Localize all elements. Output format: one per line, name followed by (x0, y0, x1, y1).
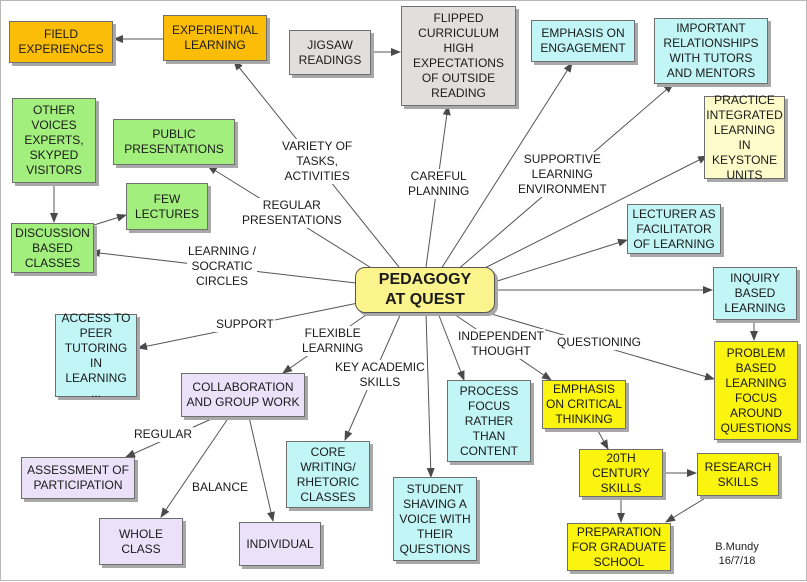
link-practice (470, 155, 708, 276)
link-research-graduate (665, 496, 708, 523)
label-supportive: SUPPORTIVE LEARNING ENVIRONMENT (517, 152, 608, 197)
label-questioning: QUESTIONING (556, 335, 643, 350)
node-inquiry-learning: INQUIRY BASED LEARNING (713, 267, 797, 320)
link-collab-individual (248, 416, 275, 522)
node-whole-class: WHOLE CLASS (99, 518, 183, 565)
label-balance: BALANCE (191, 480, 250, 495)
central-node-pedagogy: PEDAGOGY AT QUEST (355, 267, 495, 313)
node-core-writing: CORE WRITING/ RHETORIC CLASSES (286, 441, 370, 508)
node-discussion-classes: DISCUSSION BASED CLASSES (11, 223, 94, 273)
label-learning-socratic: LEARNING / SOCRATIC CIRCLES (187, 244, 258, 289)
link-discussion-lectures (93, 213, 127, 226)
node-assessment: ASSESSMENT OF PARTICIPATION (21, 457, 135, 499)
link-lecturer (490, 238, 628, 284)
node-few-lectures: FEW LECTURES (126, 183, 208, 230)
node-process-focus: PROCESS FOCUS RATHER THAN CONTENT (447, 380, 531, 462)
label-variety: VARIETY OF TASKS, ACTIVITIES (281, 139, 354, 184)
node-critical-thinking: EMPHASIS ON CRITICAL THINKING (542, 380, 626, 429)
node-peer-tutoring: ACCESS TO PEER TUTORING IN LEARNING ... (55, 311, 137, 400)
node-other-voices: OTHER VOICES EXPERTS, SKYPED VISITORS (12, 98, 96, 183)
node-field-experiences: FIELD EXPERIENCES (9, 21, 113, 63)
label-independent: INDEPENDENT THOUGHT (457, 329, 546, 359)
node-experiential-learning: EXPERIENTIAL LEARNING (163, 15, 267, 61)
node-graduate-school: PREPARATION FOR GRADUATE SCHOOL (567, 523, 671, 571)
node-public-presentations: PUBLIC PRESENTATIONS (113, 119, 235, 165)
label-key-academic: KEY ACADEMIC SKILLS (334, 360, 426, 390)
node-lecturer-facilitator: LECTURER AS FACILITATOR OF LEARNING (627, 204, 721, 254)
node-flipped-curriculum: FLIPPED CURRICULUM HIGH EXPECTATIONS OF … (401, 6, 516, 106)
node-student-voice: STUDENT SHAVING A VOICE WITH THEIR QUEST… (393, 477, 477, 561)
label-careful-planning: CAREFUL PLANNING (407, 169, 471, 199)
node-important-relationships: IMPORTANT RELATIONSHIPS WITH TUTORS AND … (654, 18, 768, 84)
label-support: SUPPORT (215, 317, 275, 332)
link-critical-century (596, 428, 609, 450)
label-regular: REGULAR (133, 427, 194, 442)
node-jigsaw-readings: JIGSAW READINGS (289, 30, 371, 75)
node-research-skills: RESEARCH SKILLS (697, 453, 779, 496)
link-student (425, 312, 435, 478)
label-flexible: FLEXIBLE LEARNING (301, 326, 365, 356)
node-century-skills: 20TH CENTURY SKILLS (579, 449, 663, 497)
link-collab-whole (160, 416, 230, 518)
author-signature: B.Mundy 16/7/18 (715, 541, 759, 567)
link-process (437, 312, 465, 381)
node-practice-integrated: PRACTICE INTEGRATED LEARNING IN KEYSTONE… (704, 93, 785, 182)
node-emphasis-engagement: EMPHASIS ON ENGAGEMENT (531, 20, 635, 62)
node-individual: INDIVIDUAL (239, 522, 321, 566)
node-collaboration: COLLABORATION AND GROUP WORK (181, 373, 305, 417)
label-regular-presentations: REGULAR PRESENTATIONS (241, 198, 343, 228)
node-problem-based: PROBLEM BASED LEARNING FOCUS AROUND QUES… (714, 341, 798, 440)
link-engagement (440, 62, 573, 270)
